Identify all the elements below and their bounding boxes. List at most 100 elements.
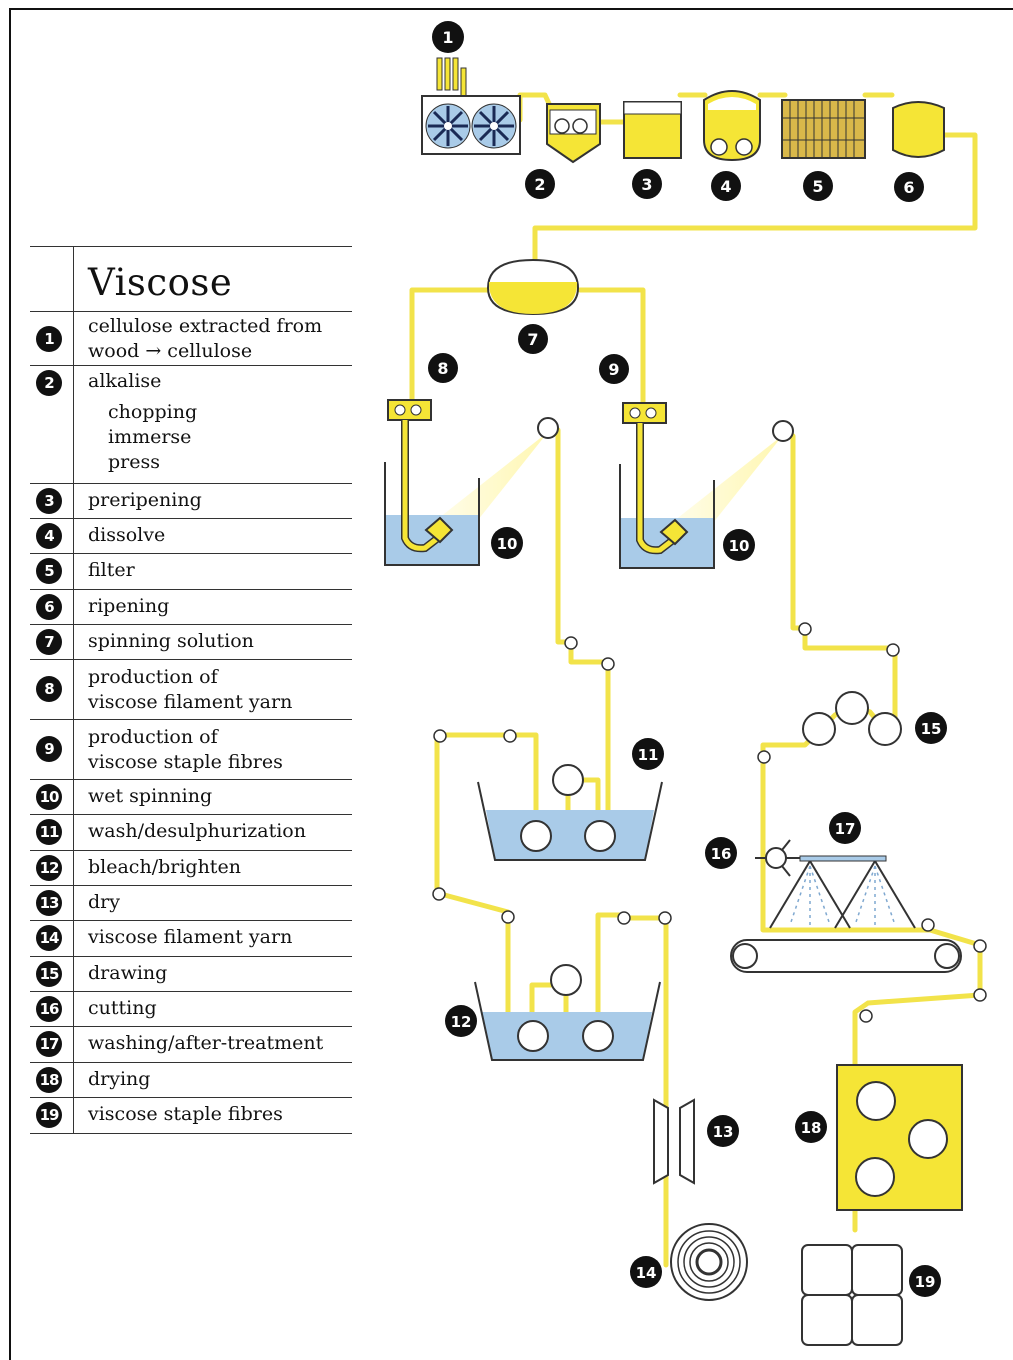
step-badges: 1 2 3 4 5 6 7 8 9 10 10 11 12 13 14 15 1… — [428, 21, 947, 1297]
step-label-1: cellulose extracted from — [88, 315, 323, 337]
guide-rollers — [432, 622, 987, 1023]
svg-text:1: 1 — [442, 28, 453, 47]
step-badge-16: 16 — [36, 996, 62, 1022]
svg-text:6: 6 — [903, 178, 914, 197]
step-label-9-line2: viscose staple fibres — [88, 751, 283, 773]
svg-text:16: 16 — [711, 845, 732, 863]
badge-16: 16 — [705, 837, 737, 869]
step-badge-9: 9 — [36, 736, 62, 762]
legend-title-row: Viscose — [30, 246, 352, 312]
badge-6: 6 — [894, 172, 924, 202]
step-badge-10: 10 — [36, 784, 62, 810]
svg-text:2: 2 — [534, 175, 545, 194]
svg-text:9: 9 — [608, 360, 619, 379]
step-badge-6: 6 — [36, 594, 62, 620]
step-badge-19: 19 — [36, 1102, 62, 1128]
badge-1: 1 — [432, 21, 464, 53]
step-badge-14: 14 — [36, 925, 62, 951]
badge-5: 5 — [803, 171, 833, 201]
machine-7-spinning-solution — [486, 258, 580, 316]
spinning-unit-9 — [619, 402, 794, 569]
machine-17-washing — [730, 855, 962, 973]
step-badge-15: 15 — [36, 961, 62, 987]
step-label-8-line2: viscose filament yarn — [88, 691, 293, 713]
badge-8: 8 — [428, 353, 458, 383]
machine-18-drying — [836, 1064, 963, 1211]
legend-row-16: 16 cutting — [30, 992, 352, 1027]
path-7-to-8 — [409, 287, 493, 403]
svg-text:14: 14 — [636, 1264, 657, 1282]
legend-row-9: 9 production of viscose staple fibres — [30, 720, 352, 780]
step-label-9: production of — [88, 726, 218, 748]
machine-1-extraction — [421, 57, 521, 155]
machine-12-bleach — [474, 964, 661, 1061]
svg-text:3: 3 — [641, 175, 652, 194]
step-badge-13: 13 — [36, 890, 62, 916]
legend-row-7: 7 spinning solution — [30, 625, 352, 660]
step-sub-chopping: chopping — [108, 401, 198, 423]
tank-3-lid — [623, 101, 682, 115]
step-label-1-line2: wood → cellulose — [88, 340, 253, 362]
step-label-17: washing/after-treatment — [88, 1032, 324, 1054]
badge-15: 15 — [915, 712, 947, 744]
badge-10-right: 10 — [723, 529, 755, 561]
path-7-to-9 — [577, 287, 646, 405]
badge-18: 18 — [795, 1111, 827, 1143]
spinning-unit-8 — [384, 399, 559, 566]
badge-9: 9 — [599, 354, 629, 384]
step-sub-press: press — [108, 451, 160, 473]
step-badge-2: 2 — [36, 370, 62, 396]
step-label-2: alkalise — [88, 370, 162, 392]
step-label-19: viscose staple fibres — [88, 1103, 283, 1125]
badge-14: 14 — [630, 1256, 662, 1288]
machine-16-cutting — [755, 839, 800, 877]
step-label-12: bleach/brighten — [88, 856, 241, 878]
svg-text:5: 5 — [812, 177, 823, 196]
svg-text:8: 8 — [437, 359, 448, 378]
machine-11-wash — [477, 764, 663, 861]
badge-10-left: 10 — [491, 527, 523, 559]
legend-row-6: 6 ripening — [30, 590, 352, 625]
machine-6-ripening — [892, 101, 945, 158]
svg-text:19: 19 — [915, 1273, 936, 1291]
badge-2: 2 — [525, 169, 555, 199]
svg-text:12: 12 — [451, 1013, 472, 1031]
step-badge-12: 12 — [36, 855, 62, 881]
step-label-13: dry — [88, 891, 120, 913]
svg-text:13: 13 — [713, 1123, 734, 1141]
svg-text:11: 11 — [638, 746, 659, 764]
badge-17: 17 — [829, 812, 861, 844]
step-label-3: preripening — [88, 489, 202, 511]
machine-2-alkalise — [546, 103, 601, 164]
step-label-11: wash/desulphurization — [88, 820, 306, 842]
step-label-4: dissolve — [88, 524, 166, 546]
step-label-8: production of — [88, 666, 218, 688]
badge-11: 11 — [632, 738, 664, 770]
legend-row-8: 8 production of viscose filament yarn — [30, 660, 352, 720]
step-badge-1: 1 — [36, 326, 62, 352]
legend-table: Viscose 1 cellulose extracted from wood … — [30, 246, 352, 1134]
step-badge-4: 4 — [36, 523, 62, 549]
badge-7: 7 — [518, 324, 548, 354]
legend-row-12: 12 bleach/brighten — [30, 851, 352, 886]
step-label-10: wet spinning — [88, 785, 213, 807]
machine-14-yarn-package — [670, 1223, 748, 1301]
step-badge-3: 3 — [36, 488, 62, 514]
step-badge-17: 17 — [36, 1031, 62, 1057]
step-label-15: drawing — [88, 962, 168, 984]
machine-19-bales — [801, 1244, 903, 1346]
badge-13: 13 — [707, 1115, 739, 1147]
legend-row-11: 11 wash/desulphurization — [30, 815, 352, 851]
path-6-to-7 — [532, 132, 978, 263]
badge-12: 12 — [445, 1005, 477, 1037]
step-badge-11: 11 — [36, 819, 62, 845]
svg-text:10: 10 — [729, 537, 750, 555]
step-label-14: viscose filament yarn — [88, 926, 293, 948]
legend-row-5: 5 filter — [30, 554, 352, 590]
machine-15-drawing — [802, 691, 902, 746]
legend-row-10: 10 wet spinning — [30, 780, 352, 815]
legend-row-3: 3 preripening — [30, 484, 352, 519]
legend-row-14: 14 viscose filament yarn — [30, 921, 352, 957]
step-label-16: cutting — [88, 997, 157, 1019]
legend-row-17: 17 washing/after-treatment — [30, 1027, 352, 1063]
